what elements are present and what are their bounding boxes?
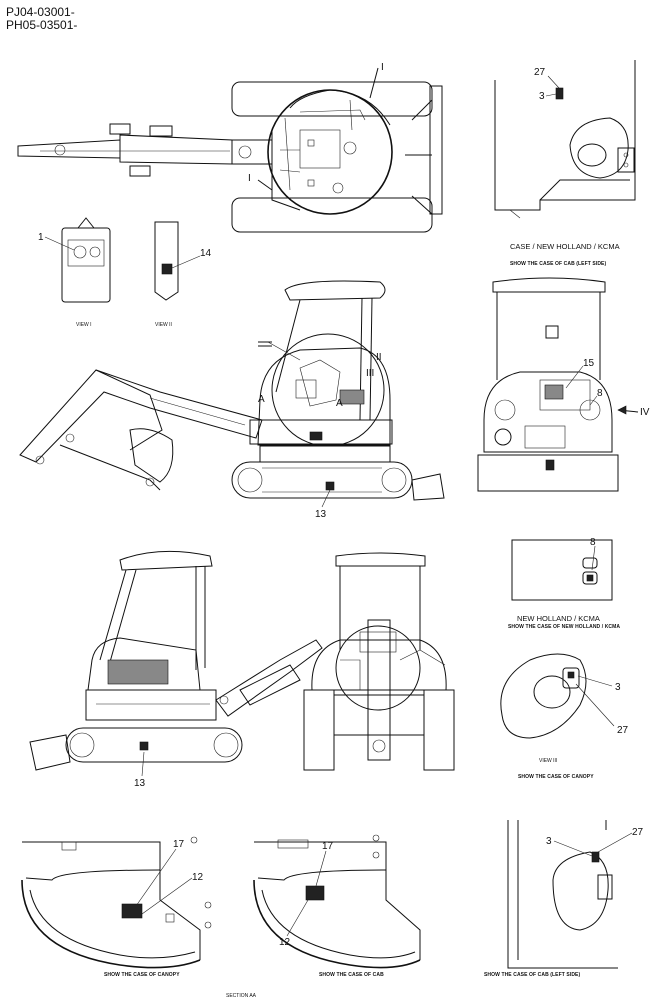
callout-27a: 27 bbox=[534, 67, 546, 78]
cab-left-side-bottom: 3 27 bbox=[507, 820, 644, 969]
callout-roman-i-left: I bbox=[248, 173, 251, 184]
callout-roman-iii-side: III bbox=[366, 368, 374, 379]
front-view-excavator bbox=[303, 552, 455, 771]
view-iii-cover: 3 27 bbox=[500, 653, 629, 739]
rear-view-excavator: 15 8 IV bbox=[477, 277, 650, 492]
caption-view-ii: VIEW II bbox=[155, 322, 172, 328]
callout-3c: 3 bbox=[546, 836, 552, 847]
callout-a-2: A bbox=[336, 398, 343, 409]
callout-roman-iv: IV bbox=[640, 407, 650, 418]
caption-show-canopy-2: SHOW THE CASE OF CANOPY bbox=[104, 972, 180, 978]
drawing-number-2: PH05-03501- bbox=[6, 18, 78, 32]
section-canopy: 17 12 bbox=[21, 836, 212, 969]
top-view-excavator: I I bbox=[17, 62, 443, 233]
callout-3a: 3 bbox=[539, 91, 545, 102]
callout-roman-ii: II bbox=[376, 352, 382, 363]
caption-view-iii: VIEW III bbox=[539, 758, 558, 764]
callout-27c: 27 bbox=[632, 827, 644, 838]
callout-17b: 17 bbox=[322, 841, 334, 852]
caption-case-nh-kcma: CASE / NEW HOLLAND / KCMA bbox=[510, 242, 620, 251]
caption-show-canopy-1: SHOW THE CASE OF CANOPY bbox=[518, 774, 594, 780]
callout-12a: 12 bbox=[192, 872, 204, 883]
callout-14: 14 bbox=[200, 248, 212, 259]
callout-27b: 27 bbox=[617, 725, 629, 736]
callout-8a: 8 bbox=[597, 388, 603, 399]
nh-kcma-plate: 8 bbox=[511, 537, 613, 601]
callout-17a: 17 bbox=[173, 839, 185, 850]
view-i-plate: 1 bbox=[38, 217, 111, 303]
callout-8b: 8 bbox=[590, 537, 596, 548]
side-view-excavator: A A II III 13 bbox=[19, 280, 445, 520]
section-cab: 17 12 bbox=[253, 834, 421, 969]
cab-interior-case: 27 3 bbox=[494, 60, 636, 219]
callout-3b: 3 bbox=[615, 682, 621, 693]
caption-section-aa: SECTION AA bbox=[226, 993, 257, 999]
callout-a-1: A bbox=[258, 394, 265, 405]
callout-15: 15 bbox=[583, 358, 595, 369]
callout-13b: 13 bbox=[134, 778, 146, 789]
caption-show-cab-left-1: SHOW THE CASE OF CAB (LEFT SIDE) bbox=[510, 261, 607, 267]
view-ii-plate: 14 bbox=[154, 221, 212, 301]
caption-show-nh-kcma: SHOW THE CASE OF NEW HOLLAND / KCMA bbox=[508, 624, 621, 630]
caption-show-cab: SHOW THE CASE OF CAB bbox=[319, 972, 384, 978]
callout-1: 1 bbox=[38, 232, 44, 243]
callout-roman-i-top: I bbox=[381, 62, 384, 73]
iso-view-canopy: 13 bbox=[29, 550, 323, 789]
caption-show-cab-left-2: SHOW THE CASE OF CAB (LEFT SIDE) bbox=[484, 972, 581, 978]
callout-12b: 12 bbox=[279, 937, 291, 948]
drawing-number-1: PJ04-03001- bbox=[6, 5, 75, 19]
caption-nh-kcma: NEW HOLLAND / KCMA bbox=[517, 614, 600, 623]
callout-13a: 13 bbox=[315, 509, 327, 520]
caption-view-i: VIEW I bbox=[76, 322, 92, 328]
